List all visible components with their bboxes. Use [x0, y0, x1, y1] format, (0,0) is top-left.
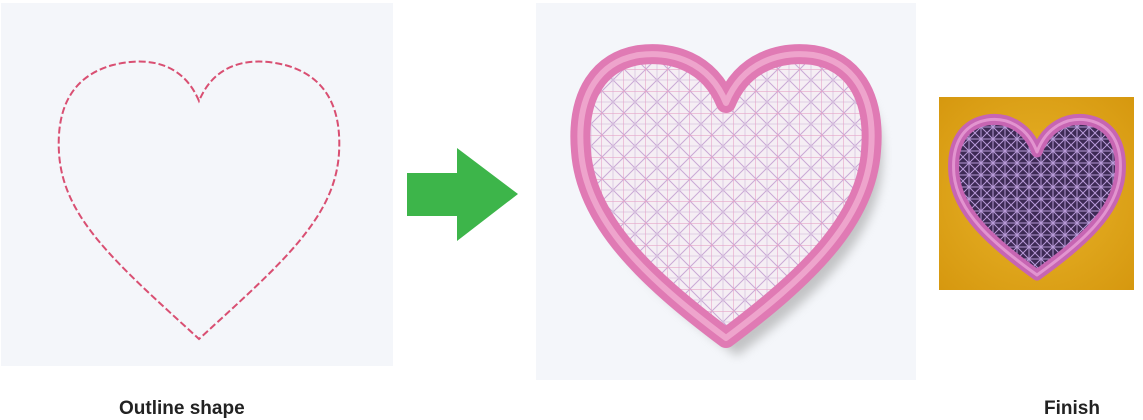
heart-outline-icon	[1, 3, 393, 366]
outline-shape-panel	[1, 3, 393, 366]
lace-heart-icon	[536, 3, 916, 380]
outline-stitch-path	[59, 62, 340, 339]
finished-embroidery-photo	[939, 97, 1134, 290]
right-arrow-icon	[407, 148, 518, 241]
embroidered-heart-icon	[939, 97, 1134, 290]
lace-design-panel	[536, 3, 916, 380]
outline-shape-caption: Outline shape	[119, 398, 245, 420]
finish-caption: Finish	[1044, 398, 1100, 420]
arrow-shape	[407, 148, 518, 241]
